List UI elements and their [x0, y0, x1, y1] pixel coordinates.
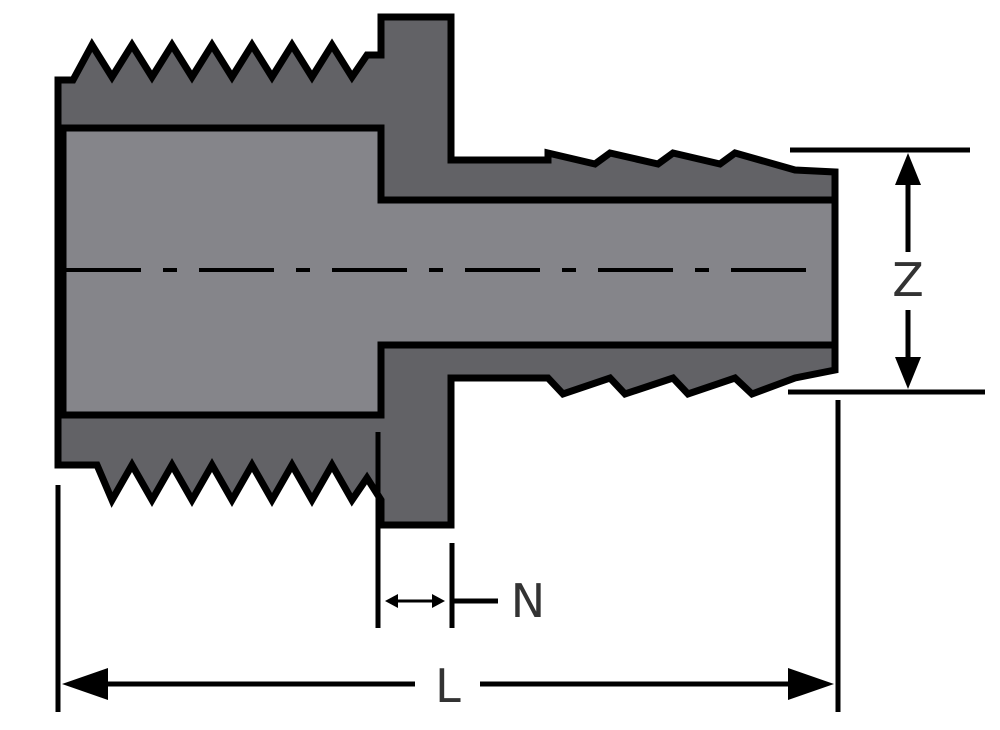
- l-dimension: L: [55, 400, 841, 713]
- n-dimension: N: [375, 432, 545, 628]
- l-arrowhead-left: [62, 668, 108, 700]
- z-dimension: Z: [788, 147, 985, 395]
- n-arrowhead-right: [432, 594, 445, 608]
- z-arrowhead-top: [895, 153, 921, 185]
- n-arrowhead-left: [385, 594, 398, 608]
- fitting-bore: [59, 124, 839, 419]
- n-label: N: [511, 574, 545, 628]
- l-arrowhead-right: [788, 668, 834, 700]
- z-label: Z: [892, 253, 924, 307]
- z-arrowhead-bottom: [895, 357, 921, 389]
- l-label: L: [435, 659, 461, 713]
